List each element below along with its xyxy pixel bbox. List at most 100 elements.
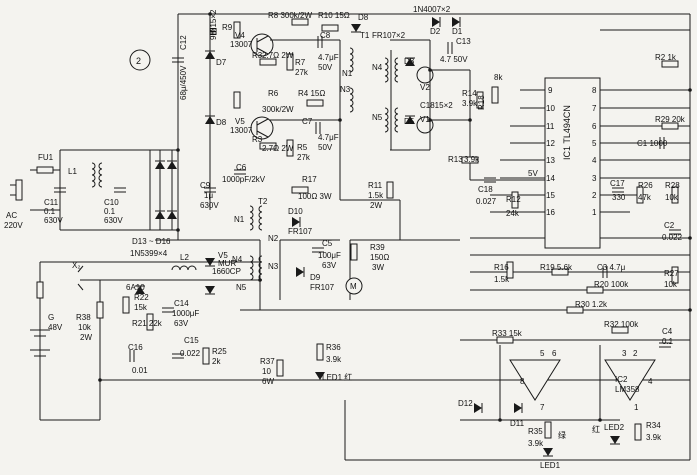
resistor-r11 [386, 181, 394, 199]
v5-label: V5 [235, 117, 245, 126]
d2-label: D2 [430, 27, 441, 36]
x2-label: X₂ [72, 261, 80, 270]
ic2-label: IC2 [615, 375, 628, 384]
r35-label: R35 [528, 427, 543, 436]
battery-g [30, 329, 50, 357]
n2b-label: N2 [268, 234, 279, 243]
l2-label: L2 [180, 253, 189, 262]
ic1-pin-9: 9 [548, 86, 553, 95]
fa-label: 6A10 [126, 283, 145, 292]
r6-label: R6 [268, 89, 279, 98]
ic1-tl494cn [544, 77, 601, 249]
led2-label: LED2 [604, 423, 625, 432]
opamp-a-pin6: 6 [552, 349, 557, 358]
r22-value: 15k [134, 303, 148, 312]
opamp-a-pin7: 7 [540, 403, 545, 412]
ac-plug-symbol [10, 179, 23, 201]
opamp-a-pin5: 5 [540, 349, 545, 358]
capacitor-c17 [611, 187, 625, 193]
d9b-type: FR107 [310, 283, 335, 292]
transformer-t1 [384, 50, 399, 150]
r3a-value: 2.7Ω 2W [262, 51, 294, 60]
motor-label: M [350, 282, 357, 291]
r5-value: 27k [297, 153, 311, 162]
r9-label: R9 [222, 23, 233, 32]
ic1-pin-6: 6 [592, 122, 597, 131]
v5b-type2: 1660CP [212, 267, 241, 276]
r34-value: 3.9k [646, 433, 662, 442]
inductor-l1 [91, 162, 103, 188]
r25-label: R25 [212, 347, 227, 356]
5v-label: 5V [528, 169, 538, 178]
resistor-r22 [122, 296, 130, 314]
ic1-pin-16: 16 [546, 208, 555, 217]
diode-d1 [451, 16, 461, 28]
ic1-pin-8: 8 [592, 86, 597, 95]
opamp-b-pin4: 4 [648, 377, 653, 386]
r3-label: R3 [252, 135, 263, 144]
r20-label: R20 100k [594, 280, 629, 289]
diode-d8 [204, 115, 216, 125]
d13-label: D13 ~ D16 [132, 237, 171, 246]
diode-d7-top [204, 50, 216, 60]
ac-label: AC [6, 211, 17, 220]
ic1-pin-15: 15 [546, 191, 555, 200]
d12-label: D12 [458, 399, 473, 408]
d1-label: D1 [452, 27, 463, 36]
c11-value: 0.1 [44, 207, 56, 216]
r3a-label: R3 [252, 51, 263, 60]
r21-label: R21 22k [132, 319, 163, 328]
v5b-type: MUR [218, 259, 236, 268]
c6-label: C6 [236, 163, 247, 172]
c7-value: 4.7μF [318, 133, 339, 142]
ic1-pin-13: 13 [546, 156, 555, 165]
c11-label: C11 [44, 198, 59, 207]
r3-value: 2.7Ω 2W [262, 144, 294, 153]
resistor-r37 [276, 359, 284, 377]
opamp-b-pin2: 2 [633, 349, 638, 358]
capacitor-c10 [113, 187, 127, 193]
diode-d10 [291, 216, 301, 228]
ic1-pin-3: 3 [592, 174, 597, 183]
d8b-label: D8 [358, 13, 369, 22]
r38-value: 10k [78, 323, 92, 332]
c10-rating: 630V [104, 216, 123, 225]
r12-label: R12 [506, 195, 521, 204]
c8-label: C8 [320, 31, 331, 40]
n5-label: N5 [372, 113, 383, 122]
r5-label: R5 [297, 143, 308, 152]
r7-value: 27k [295, 68, 309, 77]
d15-label: 9΢15×2 [209, 9, 218, 40]
c15-value: 0.022 [180, 349, 201, 358]
d9b-label: D9 [310, 273, 321, 282]
ac-voltage-label: 220V [4, 221, 23, 230]
l1-label: L1 [68, 167, 77, 176]
r26-value: 47k [638, 193, 652, 202]
v5b-label: V5 [218, 251, 228, 260]
c10-label: C10 [104, 198, 119, 207]
c1815-label: C1815×2 [420, 101, 453, 110]
c2-label: C2 [664, 221, 675, 230]
v4-label: V4 [235, 31, 245, 40]
r17-label: R17 [302, 175, 317, 184]
g-voltage: 48V [48, 323, 63, 332]
diagram-marker-circle [129, 49, 151, 71]
c10-value: 0.1 [104, 207, 116, 216]
led1-label: LED1 红 [322, 372, 352, 382]
d3-label: D3 [404, 57, 415, 66]
r27-label: R27 [664, 269, 679, 278]
c16-value: 0.01 [132, 366, 148, 375]
c15-label: C15 [184, 336, 199, 345]
r19-label: R19 5.6k [540, 263, 573, 272]
r11-rating: 2W [370, 201, 382, 210]
resistor-r6 [233, 91, 241, 109]
c2-value: 0.022 [662, 233, 683, 242]
ic1-pin-4: 4 [592, 156, 597, 165]
resistor-r36 [316, 343, 324, 361]
r13-value: 3.9k [464, 155, 480, 164]
v4-type: 13007 [230, 40, 253, 49]
r16-value: 1.5k [494, 275, 510, 284]
n4b-label: N4 [232, 255, 243, 264]
c18-value: 0.027 [476, 197, 497, 206]
